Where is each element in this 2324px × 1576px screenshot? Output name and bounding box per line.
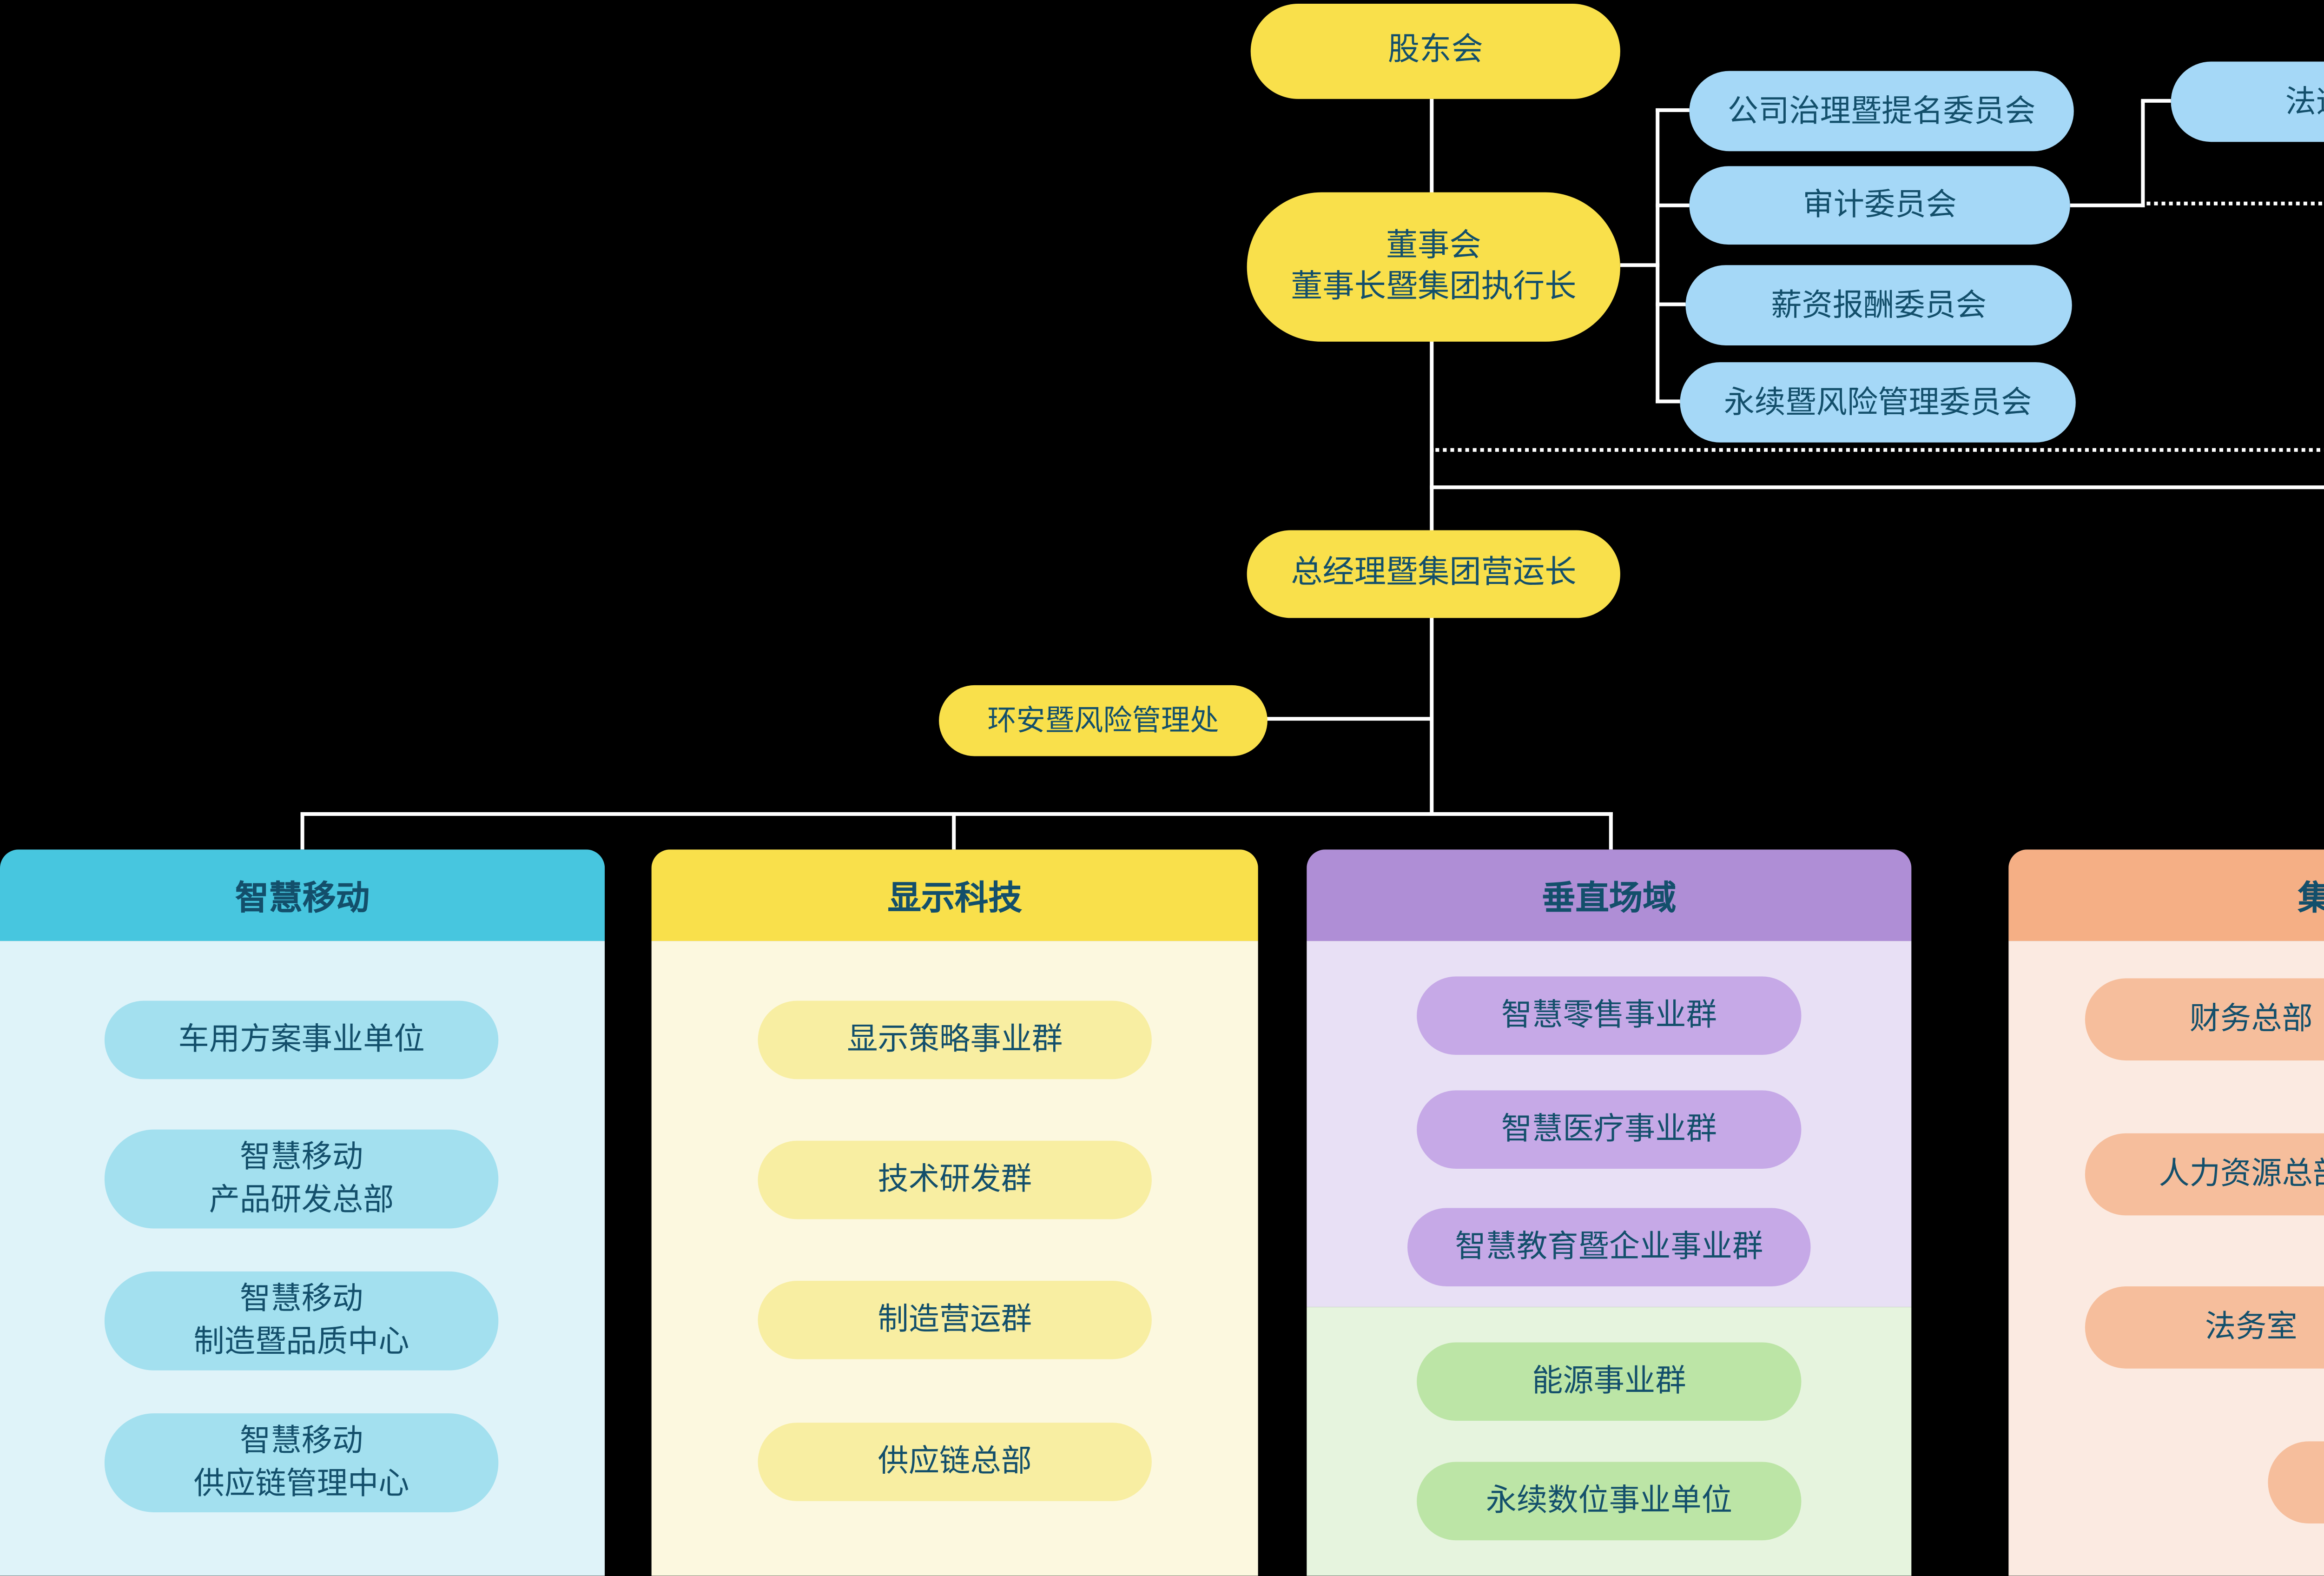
node-audit-committee: 审计委员会 [1689,166,2070,245]
org-node: 显示策略事业群 [758,1000,1152,1079]
node-ehs-risk-management-office: 环安暨风险管理处 [939,685,1268,756]
org-node: 智慧教育暨企业事业群 [1407,1208,1811,1287]
org-node: 智慧零售事业群 [1417,976,1802,1055]
group-title: 集团营运支援单位 [2008,849,2324,941]
group-card-display-technology: 显示科技 显示策略事业群 技术研发群 制造营运群 供应链总部 [651,849,1258,1576]
node-board-of-directors: 董事会 董事长暨集团执行长 [1247,192,1620,342]
org-node: 财务总部 [2085,978,2324,1061]
node-chief-compliance-counsel: 法遵总顾问 [2171,61,2324,142]
connector-line [1656,108,1660,404]
node-compensation-committee: 薪资报酬委员会 [1685,265,2072,345]
connector-line [300,812,1613,816]
connector-line [1656,302,1686,306]
org-node: 智慧移动 制造暨品质中心 [104,1271,499,1371]
connector-line [1620,263,1660,267]
connector-line [2141,99,2171,103]
org-node: 法务室 [2085,1286,2324,1369]
group-card-smart-mobility: 智慧移动 车用方案事业单位 智慧移动 产品研发总部 智慧移动 制造暨品质中心 智… [0,849,605,1576]
connector-line [1430,616,1434,816]
connector-line [300,812,304,850]
connector-line [1265,717,1432,721]
org-node: 技术研发群 [758,1140,1152,1219]
connector-line [1430,99,1434,196]
node-sustainability-risk-committee: 永续暨风险管理委员会 [1680,362,2076,443]
group-card-vertical-domains: 垂直场域 智慧零售事业群 智慧医疗事业群 智慧教育暨企业事业群 能源事业群 永续… [1307,849,1912,1576]
org-node: 车用方案事业单位 [104,1000,499,1079]
node-governance-nomination-committee: 公司治理暨提名委员会 [1689,71,2074,152]
group-card-operations-support: 集团营运支援单位 财务总部 数位技术发展总部 人力资源总部 永续发展总部 法务室… [2008,849,2324,1576]
group-title: 垂直场域 [1307,849,1912,941]
dotted-connector [1430,448,2324,452]
org-node: 智慧移动 产品研发总部 [104,1129,499,1229]
node-president-coo: 总经理暨集团营运长 [1247,530,1620,618]
connector-line [1609,812,1613,850]
org-node: 智慧医疗事业群 [1417,1090,1802,1169]
org-node: 永续数位事业单位 [1417,1462,1802,1541]
connector-line [2070,203,2145,207]
connector-line [2141,100,2145,207]
connector-line [952,812,956,850]
node-shareholders-meeting: 股东会 [1250,4,1620,99]
group-title: 显示科技 [651,849,1258,941]
connector-line [1430,339,1434,532]
connector-line [1430,485,2324,490]
connector-line [1656,203,1690,207]
org-node: 供应链总部 [758,1423,1152,1501]
connector-line [1656,108,1690,112]
dotted-connector [2146,201,2324,205]
org-node: 制造营运群 [758,1280,1152,1359]
org-node: 智慧移动 供应链管理中心 [104,1413,499,1512]
org-node: 人力资源总部 [2085,1133,2324,1216]
org-node: 能源事业群 [1417,1342,1802,1421]
connector-line [1656,399,1680,404]
group-title: 智慧移动 [0,849,605,941]
